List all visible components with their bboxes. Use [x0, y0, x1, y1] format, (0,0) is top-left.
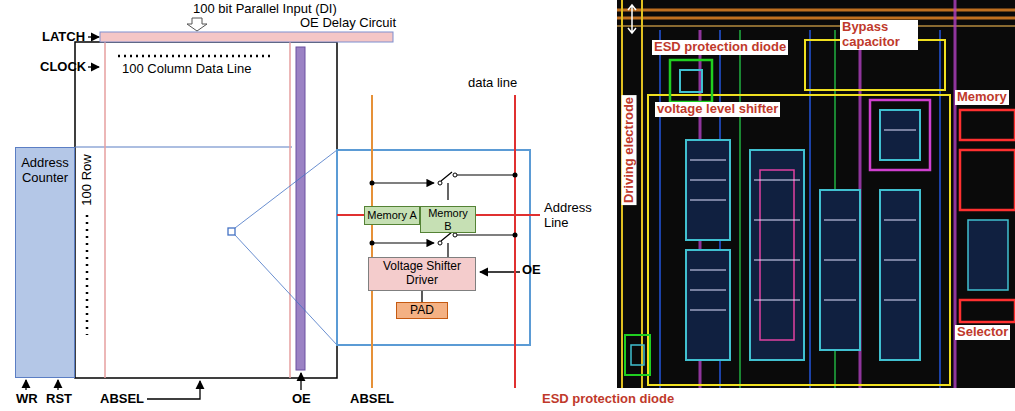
signal-label: ABSEL — [100, 392, 144, 407]
layout-photo-part — [960, 150, 1015, 210]
memory-box: Memory A — [364, 206, 420, 225]
pixel-zoom-part — [372, 182, 434, 183]
layout-photo-part — [631, 345, 644, 365]
array-block-part — [118, 55, 270, 58]
callout-label: Driving electrode — [622, 95, 637, 205]
signal-label: 100 Row — [80, 154, 95, 205]
layout-photo-part — [968, 220, 1008, 290]
signal-label: OE Delay Circuit — [300, 16, 396, 31]
memory-box: Memory B — [420, 206, 476, 233]
layout-photo-part — [686, 250, 730, 360]
signal-label: WR — [16, 392, 38, 407]
array-block — [75, 18, 393, 378]
callout-label: ESD protection diode — [540, 392, 676, 407]
callout-label: Bypass capacitor — [840, 20, 918, 50]
array-block-part — [187, 18, 207, 31]
node-text: Address Counter — [18, 156, 72, 186]
pixel-zoom — [337, 95, 540, 388]
node-text: Memory A — [367, 209, 417, 222]
layout-photo-part — [680, 70, 702, 92]
signal-label: RST — [46, 392, 72, 407]
driver-box: Voltage Shifter Driver — [368, 257, 476, 291]
layout-photo-part — [648, 95, 950, 385]
pixel-zoom-part — [513, 233, 518, 238]
pixel-zoom-part — [513, 173, 518, 178]
array-block-part — [296, 47, 305, 370]
callout-label: Memory — [955, 90, 1009, 105]
layout-photo-part — [700, 0, 955, 388]
layout-photo-part — [760, 170, 794, 340]
signal-label: 100 Column Data Line — [122, 62, 251, 77]
callout-label: ESD protection diode — [652, 40, 788, 55]
layout-photo-part — [960, 300, 1015, 322]
pixel-zoom-part — [453, 233, 457, 237]
array-block-part — [75, 42, 337, 378]
array-block-part — [228, 228, 235, 235]
signal-arrow-part — [88, 36, 99, 37]
signal-label: data line — [468, 76, 517, 91]
signal-label: 100 bit Parallel Input (DI) — [193, 2, 337, 17]
layout-photo-part — [625, 335, 650, 375]
array-block-part — [100, 32, 393, 42]
array-block-part — [235, 150, 337, 345]
layout-photo-part — [628, 5, 636, 33]
pixel-zoom-part — [438, 241, 442, 245]
signal-arrow-part — [147, 381, 200, 399]
array-block-part — [105, 42, 290, 378]
connector — [421, 291, 422, 302]
layout-photo-part — [880, 190, 920, 360]
signal-arrow-part — [57, 380, 58, 390]
node-text: Voltage Shifter Driver — [371, 260, 473, 288]
layout-photo-part — [660, 30, 940, 388]
signal-label: CLOCK — [40, 60, 86, 75]
layout-photo-part — [880, 110, 920, 160]
callout-label: voltage level shifter — [655, 102, 780, 117]
signal-label: LATCH — [42, 30, 85, 45]
layout-photo-part — [617, 0, 1015, 388]
signal-arrow-part — [300, 373, 301, 390]
pixel-zoom-part — [453, 173, 457, 177]
layout-photo-part — [622, 0, 642, 388]
signal-label: OE — [522, 263, 541, 278]
pixel-zoom-part — [370, 241, 375, 246]
layout-photo-part — [960, 110, 1015, 140]
layout-photo-part — [670, 60, 712, 102]
pixel-zoom-part — [372, 242, 434, 243]
layout-photo-part — [750, 150, 804, 360]
pixel-zoom-part — [370, 181, 375, 186]
pixel-zoom-part — [514, 95, 516, 388]
array-block-part — [75, 146, 292, 147]
signal-arrow-part — [25, 380, 26, 390]
array-block-part — [86, 215, 89, 335]
signal-arrow-part — [88, 66, 99, 67]
node-text: Memory B — [423, 207, 473, 232]
pixel-zoom-part — [438, 181, 442, 185]
signal-label: OE — [292, 392, 311, 407]
callout-label: Selector — [955, 325, 1010, 340]
layout-photo — [617, 0, 1015, 388]
signal-label: ABSEL — [350, 392, 394, 407]
layout-photo-part — [870, 100, 930, 170]
layout-photo-part — [690, 130, 916, 310]
signal-label: Address Line — [544, 201, 600, 231]
pixel-zoom-part — [337, 150, 530, 345]
layout-photo-part — [820, 190, 860, 350]
pad-box: PAD — [396, 302, 448, 319]
layout-photo-part — [686, 140, 730, 240]
node-text: PAD — [410, 304, 434, 318]
address-counter-box: Address Counter — [15, 147, 75, 378]
